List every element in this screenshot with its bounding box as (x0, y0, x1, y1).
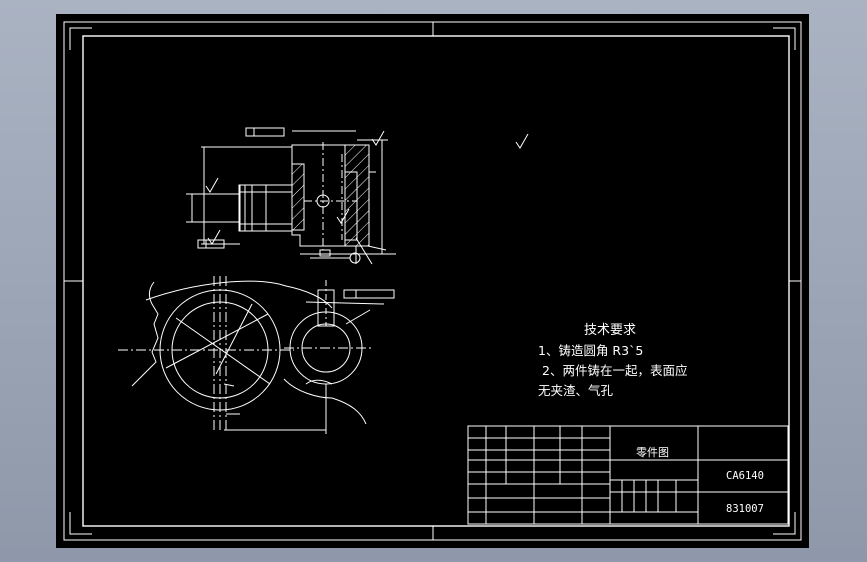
corner-mark-br (773, 512, 796, 535)
part-title: 零件图 (636, 446, 669, 459)
title-block (467, 425, 789, 525)
corner-mark-tl (69, 27, 92, 50)
section-view (186, 127, 529, 265)
cad-drawing: 技术要求 1、铸造圆角 R3`5 2、两件铸在一起，表面应 无夹渣、气孔 零件图… (63, 21, 802, 541)
corner-mark-tr (773, 27, 796, 50)
corner-mark-bl (69, 512, 92, 535)
tech-req-line3: 无夹渣、气孔 (538, 383, 614, 398)
plan-view (118, 249, 395, 434)
material-code: CA6140 (726, 470, 764, 482)
outer-border (63, 21, 802, 541)
tech-req-line2: 2、两件铸在一起，表面应 (542, 363, 687, 378)
tech-req-line1: 1、铸造圆角 R3`5 (538, 343, 643, 358)
tech-req-heading: 技术要求 (584, 323, 636, 338)
inner-border (82, 35, 790, 527)
drawing-sheet: 技术要求 1、铸造圆角 R3`5 2、两件铸在一起，表面应 无夹渣、气孔 零件图… (56, 14, 809, 548)
drawing-number: 831007 (726, 503, 764, 515)
